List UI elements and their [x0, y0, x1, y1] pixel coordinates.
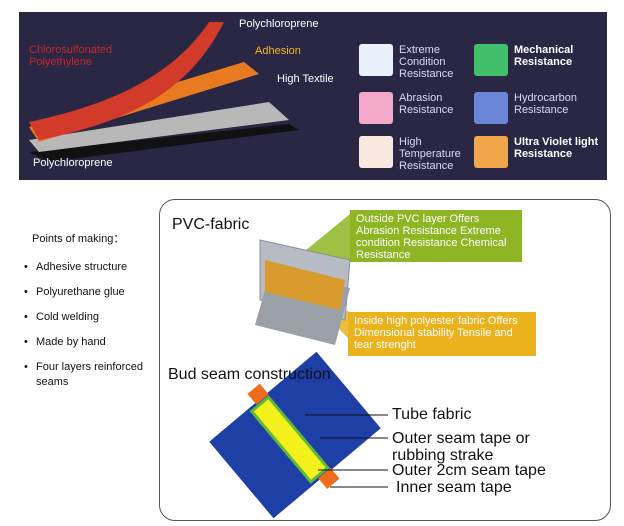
inner-seam-tape-bottom — [318, 467, 340, 489]
label-outer-seam-tape: Outer seam tape or rubbing strake — [392, 430, 530, 464]
construction-panel: PVC-fabric Outside PVC layer Offers Abra… — [159, 199, 611, 521]
pvc-inner-callout: Inside high polyester fabric Offers Dime… — [348, 312, 536, 356]
sun-icon — [474, 136, 508, 168]
list-item: •Made by hand — [24, 336, 106, 348]
pvc-title: PVC-fabric — [172, 216, 250, 233]
resistance-label: Extreme Condition Resistance — [399, 44, 454, 80]
abrasion-icon — [359, 92, 393, 124]
bullet-icon: • — [24, 261, 28, 273]
polyester-mesh — [265, 260, 345, 310]
bullet-icon: • — [24, 311, 28, 323]
list-item: •Cold welding — [24, 311, 99, 323]
materials-banner: Polychloroprene Chlorosulfonated Polyeth… — [19, 12, 607, 180]
layer-label-textile: High Textile — [277, 73, 334, 85]
resistance-mechanical: Mechanical Resistance — [474, 44, 594, 76]
seam-cross-section — [209, 351, 381, 519]
resistance-label: Ultra Violet light Resistance — [514, 136, 599, 160]
list-item: •Polyurethane glue — [24, 286, 125, 298]
resistance-label: Abrasion Resistance — [399, 92, 454, 116]
list-item: •Adhesive structure — [24, 261, 128, 273]
seam-title: Bud seam construction — [168, 366, 331, 383]
thermometer-icon — [359, 44, 393, 76]
resistance-high-temp: High Temperature Resistance — [359, 136, 477, 172]
list-item: •Four layers reinforced seams — [24, 361, 143, 388]
layers-illustration — [29, 22, 299, 162]
inner-seam-tape-top — [247, 383, 269, 405]
layer-label-red: Chlorosulfonated Polyethylene — [29, 44, 113, 68]
bullet-icon: • — [24, 336, 28, 348]
resistance-uv: Ultra Violet light Resistance — [474, 136, 604, 168]
pvc-fabric-illustration — [209, 210, 388, 519]
top-layer — [29, 22, 224, 140]
label-outer-2cm-tape: Outer 2cm seam tape — [392, 462, 546, 479]
resistance-label: Hydrocarbon Resistance — [514, 92, 577, 116]
bottom-layer — [29, 124, 299, 162]
resistance-abrasion: Abrasion Resistance — [359, 92, 477, 124]
layer-label-bottom: Polychloroprene — [33, 157, 113, 169]
points-of-making: Points of making： •Adhesive structure •P… — [22, 230, 167, 400]
flame-icon — [359, 136, 393, 168]
callout-leader-green — [300, 210, 355, 260]
textile-layer — [29, 102, 289, 152]
bullet-icon: • — [24, 361, 28, 373]
layer-label-top: Polychloroprene — [239, 18, 319, 30]
label-inner-seam-tape: Inner seam tape — [396, 479, 512, 496]
outer-seam-tape-shape — [249, 395, 330, 484]
resistance-hydrocarbon: Hydrocarbon Resistance — [474, 92, 594, 124]
resistance-extreme: Extreme Condition Resistance — [359, 44, 477, 80]
bullet-icon: • — [24, 286, 28, 298]
gear-icon — [474, 44, 508, 76]
pvc-outer-callout: Outside PVC layer Offers Abrasion Resist… — [350, 210, 522, 262]
points-title: Points of making： — [32, 233, 125, 245]
resistance-label: Mechanical Resistance — [514, 44, 574, 68]
resistance-label: High Temperature Resistance — [399, 136, 461, 172]
layer-label-adhesion: Adhesion — [255, 45, 301, 57]
label-tube-fabric: Tube fabric — [392, 406, 472, 423]
fuel-icon — [474, 92, 508, 124]
